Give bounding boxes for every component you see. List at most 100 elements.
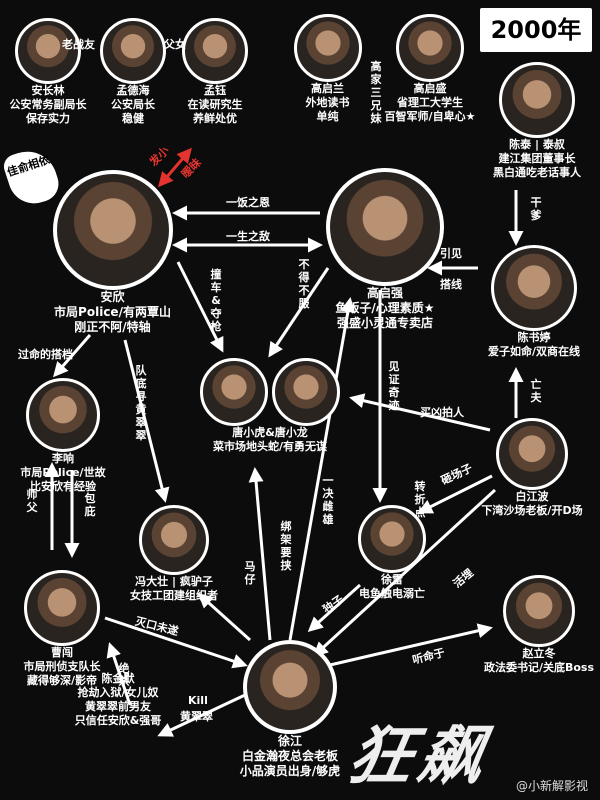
relation-label: 过命的搭档: [18, 348, 73, 361]
desc-line: 外地读书: [305, 96, 350, 109]
portrait-pair: [185, 358, 355, 426]
relation-label: 马仔: [244, 560, 256, 586]
character-anlin: 安长林 公安常务副局长 保存实力: [2, 18, 94, 126]
desc-line: 黄翠翠前男友: [85, 700, 151, 713]
desc-line: 下湾沙场老板/开D场: [481, 504, 583, 517]
desc-line: 稳健: [122, 112, 144, 125]
desc-line: 电鱼触电溺亡: [359, 587, 425, 600]
arrow-xujiang-gaoqiqiang: [288, 297, 356, 641]
name: 李响: [52, 452, 74, 465]
desc-line: 爱子如命/双商在线: [487, 345, 581, 358]
relation-label: 买凶拍人: [420, 406, 464, 419]
desc-line: 公安常务副局长: [9, 98, 87, 111]
desc-line: 比安欣有经验: [30, 480, 96, 493]
portrait-xujiang: [243, 640, 337, 734]
name: 徐江: [277, 734, 302, 748]
name: 徐雷: [381, 573, 403, 586]
desc-line: 女技工团建组织者: [130, 589, 218, 602]
desc-line: 保存实力: [26, 112, 70, 125]
character-zhaolidong: 赵立冬 政法委书记/关底Boss: [480, 575, 598, 675]
desc-line: 菜市场地头蛇/有勇无谋: [212, 440, 328, 453]
character-chenshuting: 陈书婷 爱子如命/双商在线: [470, 245, 598, 359]
name: 陈书婷: [517, 331, 551, 344]
name: 孟钰: [204, 84, 226, 97]
desc-line: 鱼贩子/心理素质★: [335, 301, 435, 315]
desc-line: 建江集团董事长: [498, 152, 576, 165]
portrait-anxin: [52, 170, 173, 290]
portrait-xulei: [358, 505, 426, 573]
desc-line: 市局刑侦支队长: [23, 660, 101, 673]
portrait-lixiang: [26, 378, 100, 452]
portrait-chenshuting: [491, 245, 577, 331]
desc-line: 黑白通吃老话事人: [493, 166, 581, 179]
desc-line: 公安局长: [111, 98, 155, 111]
name: 唐小虎&唐小龙: [232, 426, 308, 439]
name: 陈泰 | 泰叔: [509, 138, 565, 151]
relation-label: 转折点: [414, 480, 426, 519]
relation-label: 活埋: [450, 566, 476, 591]
watermark: @小新解影视: [515, 779, 588, 793]
portrait-caochuang: [24, 570, 100, 646]
portrait-gaoqisheng: [396, 14, 464, 82]
name: 白江波: [515, 490, 549, 503]
name: 孟德海: [116, 84, 150, 97]
desc-line: 在读研究生: [187, 98, 243, 111]
relation-label: 见证奇迹: [388, 360, 400, 412]
desc-line: 小品演员出身/够虎: [239, 764, 341, 778]
character-mengyu: 孟钰 在读研究生 养鲜处优: [175, 18, 255, 126]
character-tangbros: 唐小虎&唐小龙 菜市场地头蛇/有勇无谋: [185, 358, 355, 454]
portrait-tangxiaolong: [272, 358, 340, 426]
name: 陈金默: [101, 672, 135, 685]
relation-label: 听命于: [411, 646, 447, 667]
relation-label: 发小: [146, 143, 172, 169]
desc-line: 政法委书记/关底Boss: [483, 661, 595, 674]
relation-label: 队底寻黄翠翠: [135, 364, 147, 442]
portrait-anlin: [15, 18, 81, 84]
relation-label: 一决雌雄: [322, 474, 334, 526]
desc-line: 藏得够深/影帝: [26, 674, 98, 687]
relation-label: 一饭之恩: [226, 196, 270, 209]
character-gaoqisheng: 高启盛 省理工大学生 百智军师/自卑心★: [380, 14, 480, 124]
show-logo: 狂飙: [342, 719, 496, 794]
relation-label: 不得不服: [298, 258, 310, 310]
relation-label: 干爹: [530, 196, 542, 222]
character-chentai: 陈泰 | 泰叔 建江集团董事长 黑白通吃老话事人: [478, 62, 596, 180]
relation-label: 灭口未遂: [133, 614, 180, 639]
desc-line: 只信任安欣&强哥: [74, 714, 162, 727]
relation-label: 父女: [164, 38, 186, 51]
name: 安长林: [31, 84, 65, 97]
relation-label: 亡夫: [530, 378, 542, 404]
portrait-mengdehai: [100, 18, 166, 84]
desc-line: 百智军师/自卑心★: [384, 110, 476, 123]
desc-line: 市局Police/世故: [20, 466, 106, 479]
name: 高启强: [366, 286, 403, 300]
name: 冯大壮 | 疯驴子: [135, 575, 213, 588]
relation-label: 师父: [26, 488, 38, 514]
relation-label: Kill: [188, 694, 208, 707]
name: 曹闯: [51, 646, 73, 659]
relation-label: 包庇: [84, 492, 96, 518]
name: 高启盛: [413, 82, 447, 95]
character-gaoqiqiang: 高启强 鱼贩子/心理素质★ 强盛小灵通专卖店: [310, 168, 460, 331]
desc-line: 市局Police/有两覃山: [54, 305, 171, 319]
name: 赵立冬: [522, 647, 556, 660]
name: 安欣: [100, 290, 125, 304]
character-baijiangbo: 白江波 下湾沙场老板/开D场: [468, 418, 596, 518]
character-anxin: 安欣 市局Police/有两覃山 刚正不阿/特轴: [40, 170, 185, 335]
relation-label: 绝杀: [118, 662, 130, 688]
portrait-baijiangbo: [496, 418, 568, 490]
portrait-zhaolidong: [503, 575, 575, 647]
character-caochuang: 曹闯 市局刑侦支队长 藏得够深/影帝: [8, 570, 116, 688]
relation-label: 撞车&夺枪: [210, 268, 222, 333]
character-chenquanmo: 陈金默 抢劫入狱/女儿奴 黄翠翠前男友 只信任安欣&强哥: [62, 672, 174, 728]
character-gaoqilan: 高启兰 外地读书 单纯: [290, 14, 365, 124]
desc-line: 强盛小灵通专卖店: [336, 316, 433, 330]
relation-label: 一生之敌: [226, 230, 270, 243]
relation-label: 引见: [440, 247, 462, 260]
portrait-gaoqilan: [293, 14, 362, 82]
portrait-chentai: [499, 62, 575, 138]
character-mengdehai: 孟德海 公安局长 稳健: [98, 18, 168, 126]
desc-line: 抢劫入狱/女儿奴: [77, 686, 159, 699]
portrait-fengdazhuang: [139, 505, 209, 575]
